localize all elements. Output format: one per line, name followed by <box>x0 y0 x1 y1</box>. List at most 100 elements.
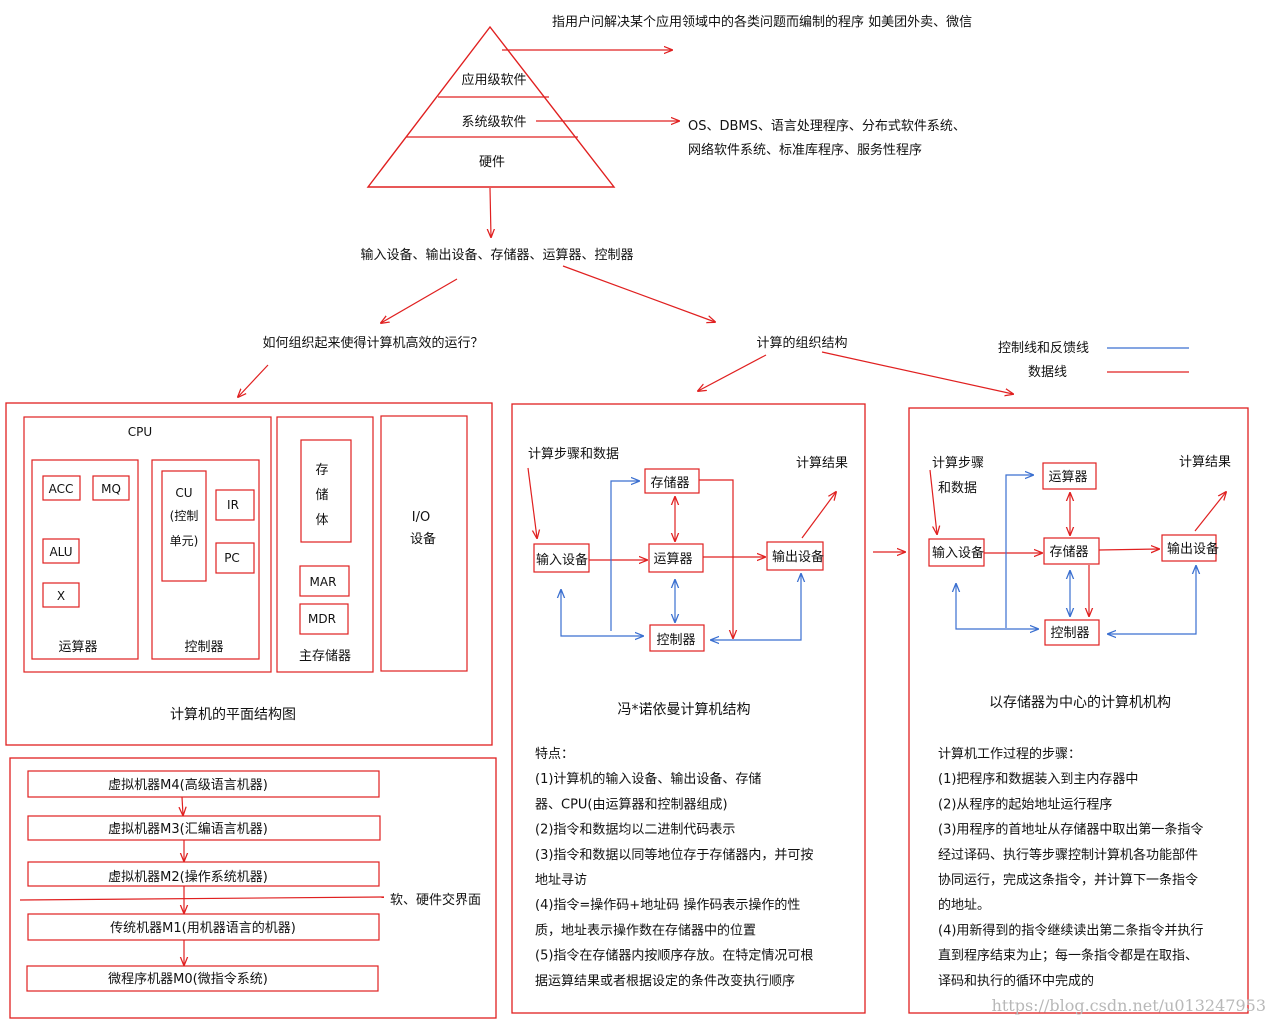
arrow-to-question <box>381 278 458 323</box>
von-input-data-label: 计算步骤和数据 <box>528 447 619 462</box>
von-feature-line: (1)计算机的输入设备、输出设备、存储 <box>535 771 761 787</box>
ir-label: IR <box>227 498 239 512</box>
plane-caption: 计算机的平面结构图 <box>170 707 296 723</box>
mq-box <box>92 475 130 501</box>
machine-layers-panel: 虚拟机器M4(高级语言机器) 虚拟机器M3(汇编语言机器) 虚拟机器M2(操作系… <box>9 757 497 1019</box>
mc-output-label: 输出设备 <box>1167 541 1219 557</box>
alu-inner-box <box>42 538 80 564</box>
mc-step-line: 的地址。 <box>938 897 990 913</box>
mc-control-label: 控制器 <box>1050 626 1089 641</box>
storage-label-3: 体 <box>315 513 328 528</box>
mdr-label: MDR <box>308 612 336 626</box>
mc-memory-box <box>1043 537 1100 565</box>
mc-output-box <box>1161 534 1217 562</box>
main-memory-box <box>276 416 374 673</box>
layer-m3-box <box>27 815 381 841</box>
von-feature-line: 据运算结果或者根据设定的条件改变执行顺序 <box>535 973 795 989</box>
von-feature-line: 器、CPU(由运算器和控制器组成) <box>535 797 728 812</box>
von-feature-line: 特点： <box>535 747 574 762</box>
layer-m1-box <box>27 913 380 941</box>
io-box <box>380 415 468 672</box>
acc-box <box>42 475 81 501</box>
von-feature-line: (4)指令=操作码+地址码 操作码表示操作的性 <box>535 897 800 913</box>
mar-box <box>299 565 350 597</box>
storage-label-1: 存 <box>315 463 328 478</box>
ir-box <box>215 489 255 521</box>
von-feature-line: (5)指令在存储器内按顺序存放。在特定情况可根 <box>535 948 813 964</box>
layer-m1-label: 传统机器M1(用机器语言的机器) <box>110 920 296 936</box>
software-pyramid: 应用级软件 系统级软件 硬件 <box>366 25 616 188</box>
mc-input-data-label-2: 和数据 <box>938 481 977 496</box>
von-result-label: 计算结果 <box>796 456 848 471</box>
watermark: https://blog.csdn.net/u013247953 <box>992 996 1266 1015</box>
org-structure-text: 计算的组织结构 <box>756 335 847 351</box>
von-feature-line: 地址寻访 <box>535 873 587 888</box>
von-memory-label: 存储器 <box>650 476 689 491</box>
von-features-list: 特点： (1)计算机的输入设备、输出设备、存储器、CPU(由运算器和控制器组成) (… <box>535 747 813 989</box>
von-neumann-panel: 计算步骤和数据 计算结果 存储器 输入设备 运算器 输出设备 控制器 冯*诺依曼… <box>511 403 866 1014</box>
controller-label: 控制器 <box>184 640 223 655</box>
mc-step-line: 经过译码、执行等步骤控制计算机各功能部件 <box>938 847 1198 863</box>
mc-step-line: (1)把程序和数据装入到主内存器中 <box>938 771 1138 787</box>
alu-box <box>31 459 139 660</box>
legend-control-label: 控制线和反馈线 <box>998 341 1089 356</box>
von-feature-line: (3)指令和数据以同等地位存于存储器内，并可按 <box>535 847 813 863</box>
mc-caption: 以存储器为中心的计算机机构 <box>989 695 1171 711</box>
mdr-box <box>299 603 349 635</box>
x-label: X <box>57 589 65 603</box>
hw-sw-interface-label: 软、硬件交界面 <box>390 892 481 908</box>
layer-m2-box <box>27 861 380 887</box>
mc-input-label: 输入设备 <box>932 545 984 561</box>
io-label-2: 设备 <box>410 531 436 547</box>
von-output-label: 输出设备 <box>772 549 824 565</box>
mc-step-line: (3)用程序的首地址从存储器中取出第一条指令 <box>938 822 1203 838</box>
mc-input-data-label-1: 计算步骤 <box>932 456 984 471</box>
alu-inner-label: ALU <box>49 545 72 559</box>
layer-m4-box <box>27 770 380 798</box>
components-line: 输入设备、输出设备、存储器、运算器、控制器 <box>360 247 633 263</box>
mq-label: MQ <box>101 482 121 496</box>
mc-step-line: 直到程序结束为止；每一条指令都是在取指、 <box>938 948 1198 964</box>
pc-label: PC <box>224 551 240 565</box>
acc-label: ACC <box>49 482 74 496</box>
von-input-box <box>533 543 590 573</box>
mc-step-line: 译码和执行的循环中完成的 <box>938 973 1094 989</box>
io-label-1: I/O <box>412 510 430 525</box>
cu-label-2: (控制 <box>170 509 199 523</box>
mc-memory-label: 存储器 <box>1049 545 1088 560</box>
main-memory-label: 主存储器 <box>299 649 351 664</box>
arrow-to-org <box>562 265 715 322</box>
pc-box <box>215 542 255 574</box>
mc-control-box <box>1044 619 1100 646</box>
von-memory-box <box>644 468 700 494</box>
system-software-desc-line1: OS、DBMS、语言处理程序、分布式软件系统、 <box>688 119 966 134</box>
von-alu-box <box>648 543 704 573</box>
cpu-label: CPU <box>128 425 152 439</box>
von-feature-line: 质，地址表示操作数在存储器中的位置 <box>535 922 756 938</box>
layer-m4-label: 虚拟机器M4(高级语言机器) <box>108 777 268 793</box>
von-input-label: 输入设备 <box>536 552 588 568</box>
layer-m2-label: 虚拟机器M2(操作系统机器) <box>108 869 268 885</box>
hardware-label: 硬件 <box>479 155 505 170</box>
mc-step-line: (4)用新得到的指令继续读出第二条指令并执行 <box>938 922 1203 938</box>
mc-step-line: 计算机工作过程的步骤： <box>938 746 1081 762</box>
legend-data-label: 数据线 <box>1028 365 1067 380</box>
legend: 控制线和反馈线 数据线 <box>998 341 1189 380</box>
alu-unit-label: 运算器 <box>58 640 97 655</box>
layer-m0-label: 微程序机器M0(微指令系统) <box>108 972 268 987</box>
arrow-to-plane <box>238 364 269 397</box>
mc-step-line: (2)从程序的起始地址运行程序 <box>938 796 1112 812</box>
layer-m3-label: 虚拟机器M3(汇编语言机器) <box>108 822 268 837</box>
cpu-box <box>23 416 272 673</box>
layer-m0-box <box>26 965 379 992</box>
arrow-to-memcentric <box>821 351 1013 394</box>
cu-box <box>161 470 207 582</box>
system-software-desc-line2: 网络软件系统、标准库程序、服务性程序 <box>688 142 922 158</box>
von-control-box <box>649 624 705 652</box>
mc-alu-box <box>1042 462 1097 490</box>
mc-step-line: 协同运行，完成这条指令，并计算下一条指令 <box>938 872 1198 888</box>
von-alu-label: 运算器 <box>653 552 692 567</box>
mc-alu-label: 运算器 <box>1048 470 1087 485</box>
von-control-label: 控制器 <box>656 633 695 648</box>
